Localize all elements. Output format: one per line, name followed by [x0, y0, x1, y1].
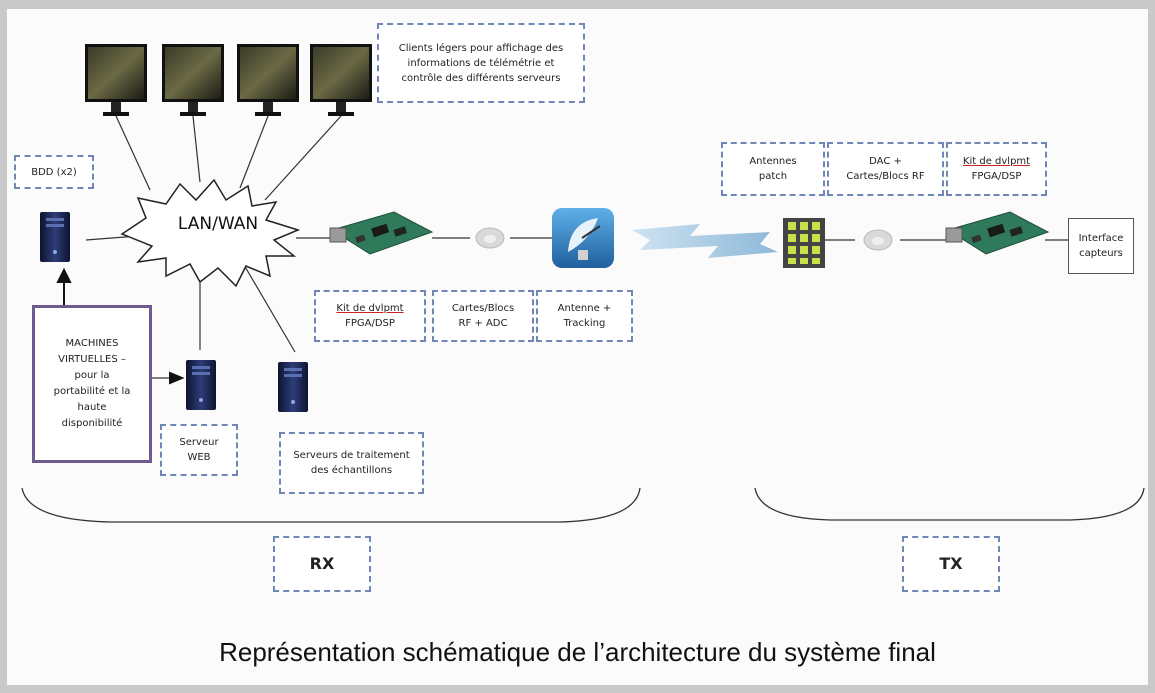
- bdd-label: BDD (x2): [14, 155, 94, 189]
- tx-connector-icon: [863, 229, 893, 251]
- rx-connector-icon: [475, 227, 505, 249]
- figure-caption: Représentation schématique de l’architec…: [219, 637, 936, 667]
- rx-fpga-board-icon: [329, 211, 433, 255]
- tx-dac-rf-label: DAC + Cartes/Blocs RF: [827, 142, 944, 196]
- processing-server-icon: [278, 362, 308, 412]
- bdd-server-icon: [40, 212, 70, 262]
- rx-brace: [21, 487, 641, 523]
- monitor-icon-3: [237, 44, 299, 116]
- tx-fpga-board-icon: [945, 211, 1049, 255]
- monitor-icon-1: [85, 44, 147, 116]
- processing-servers-label: Serveurs de traitement des échantillons: [279, 432, 424, 494]
- monitor-icon-2: [162, 44, 224, 116]
- monitor-icon-4: [310, 44, 372, 116]
- vm-arrows: [56, 267, 185, 385]
- rx-fpga-kit-label: Kit de dvlpmt FPGA/DSP: [314, 290, 426, 342]
- tx-fpga-kit-label: Kit de dvlpmt FPGA/DSP: [946, 142, 1047, 196]
- lan-wan-label: LAN/WAN: [177, 214, 259, 234]
- rx-label: RX: [273, 536, 371, 592]
- web-server-label: Serveur WEB: [160, 424, 238, 476]
- satellite-dish-icon: [552, 208, 614, 268]
- lan-wan-cloud: [120, 178, 301, 288]
- tx-patch-antennas-label: Antennes patch: [721, 142, 825, 196]
- tx-label: TX: [902, 536, 1000, 592]
- sensor-interface-label: Interface capteurs: [1068, 218, 1134, 274]
- wireless-beam-icon: [632, 224, 778, 258]
- rx-rf-blocks-label: Cartes/Blocs RF + ADC: [432, 290, 534, 342]
- network-links: [85, 115, 1068, 379]
- patch-antenna-icon: [783, 218, 825, 268]
- web-server-icon: [186, 360, 216, 410]
- virtual-machines-label: MACHINES VIRTUELLES – pour la portabilit…: [32, 305, 152, 463]
- clients-label: Clients légers pour affichage des inform…: [377, 23, 585, 103]
- rx-antenna-tracking-label: Antenne + Tracking: [536, 290, 633, 342]
- tx-brace: [754, 487, 1145, 521]
